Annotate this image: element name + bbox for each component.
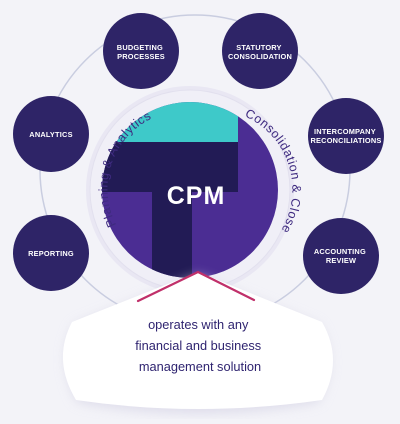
node-label-line: REPORTING bbox=[28, 249, 74, 258]
center-label: CPM bbox=[167, 182, 226, 210]
core-dark-bar bbox=[102, 142, 238, 192]
node-reporting: REPORTING bbox=[13, 215, 89, 291]
node-circle bbox=[103, 13, 179, 89]
node-budgeting-processes: BUDGETING PROCESSES bbox=[103, 13, 179, 89]
node-intercompany-reconciliations: INTERCOMPANY RECONCILIATIONS bbox=[308, 98, 384, 174]
node-label-line: INTERCOMPANY bbox=[314, 127, 376, 136]
callout-line: management solution bbox=[139, 359, 261, 374]
callout-accent-line bbox=[136, 270, 256, 303]
svg-text:REPORTING: REPORTING bbox=[28, 249, 74, 258]
node-label-line: PROCESSES bbox=[117, 52, 165, 61]
node-circle bbox=[13, 96, 89, 172]
node-circle bbox=[222, 13, 298, 89]
callout-line: financial and business bbox=[135, 338, 261, 353]
svg-text:ANALYTICS: ANALYTICS bbox=[29, 130, 72, 139]
node-label-line: CONSOLIDATION bbox=[228, 52, 292, 61]
node-label-line: ANALYTICS bbox=[29, 130, 72, 139]
cpm-core: CPM bbox=[102, 102, 278, 278]
core-dark-stem bbox=[152, 192, 192, 278]
svg-text:operates with any fina: operates with any financial and business… bbox=[135, 317, 264, 374]
node-label-line: RECONCILIATIONS bbox=[310, 136, 381, 145]
svg-text:BUDGETING PROCESSES: BUDGETING PROCESSES bbox=[117, 43, 165, 61]
node-label-line: REVIEW bbox=[326, 256, 356, 265]
callout-body bbox=[62, 272, 333, 409]
svg-text:STATUTORY CONSOLIDATIO: STATUTORY CONSOLIDATION bbox=[228, 43, 292, 61]
node-accounting-review: ACCOUNTING REVIEW bbox=[303, 218, 379, 294]
node-analytics: ANALYTICS bbox=[13, 96, 89, 172]
node-label-line: BUDGETING bbox=[117, 43, 163, 52]
node-circle bbox=[13, 215, 89, 291]
callout: operates with any financial and business… bbox=[62, 270, 333, 413]
node-statutory-consolidation: STATUTORY CONSOLIDATION bbox=[222, 13, 298, 89]
svg-text:ACCOUNTING REVIEW: ACCOUNTING REVIEW bbox=[314, 247, 368, 265]
node-circle bbox=[308, 98, 384, 174]
callout-line: operates with any bbox=[148, 317, 249, 332]
svg-text:INTERCOMPANY RECONCILI: INTERCOMPANY RECONCILIATIONS bbox=[310, 127, 381, 145]
node-label-line: ACCOUNTING bbox=[314, 247, 366, 256]
node-circle bbox=[303, 218, 379, 294]
node-label-line: STATUTORY bbox=[236, 43, 281, 52]
